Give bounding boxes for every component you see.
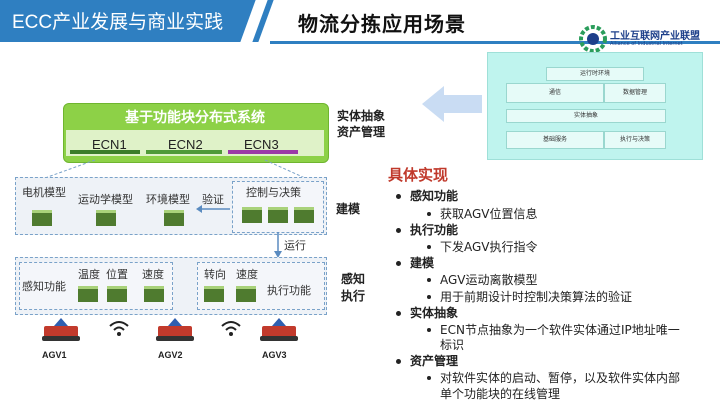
section-item: 下发AGV执行指令 bbox=[440, 240, 538, 254]
section-item: 获取AGV位置信息 bbox=[440, 207, 538, 221]
page-title: 物流分拣应用场景 bbox=[298, 12, 466, 36]
logo-subtext: Alliance of Industrial Internet bbox=[610, 41, 683, 47]
function-block-chip bbox=[294, 207, 314, 223]
bullet bbox=[427, 245, 431, 249]
bullet bbox=[396, 228, 401, 233]
header-underline bbox=[270, 41, 720, 44]
agv-robot-icon bbox=[42, 318, 80, 341]
bullet bbox=[396, 194, 401, 199]
ecn3-bar bbox=[228, 150, 298, 154]
actuator-label: 转向 bbox=[204, 268, 226, 281]
diagram-box: 基础服务 bbox=[506, 131, 604, 149]
diagram-box: 通信 bbox=[506, 83, 604, 103]
run-label: 运行 bbox=[284, 239, 306, 252]
section-item: 用于前期设计时控制决策算法的验证 bbox=[440, 290, 633, 304]
section-heading: 资产管理 bbox=[410, 354, 459, 368]
left-arrow-icon bbox=[422, 86, 482, 122]
function-block-chip bbox=[268, 207, 288, 223]
agv-robot-icon bbox=[156, 318, 194, 341]
section-item-continued: 标识 bbox=[440, 338, 465, 352]
bullet bbox=[427, 278, 431, 282]
diagram-box: 执行与决策 bbox=[604, 131, 666, 149]
model-label: 运动学模型 bbox=[78, 193, 133, 206]
section-heading: 实体抽象 bbox=[410, 306, 459, 320]
bullet bbox=[396, 311, 401, 316]
sense-execute-text: 感知 执行 bbox=[341, 272, 366, 303]
verify-label: 验证 bbox=[202, 193, 224, 206]
wifi-icon bbox=[221, 321, 241, 336]
bullet bbox=[427, 328, 431, 332]
bullet bbox=[396, 261, 401, 266]
agv-label: AGV1 bbox=[42, 350, 67, 360]
sensor-label: 位置 bbox=[106, 268, 128, 281]
agv-label: AGV3 bbox=[262, 350, 287, 360]
sensor-label: 速度 bbox=[142, 268, 164, 281]
ecn2-bar bbox=[146, 150, 222, 154]
sense-function-label: 感知功能 bbox=[22, 280, 66, 293]
ecn1-bar bbox=[70, 150, 140, 154]
bullet bbox=[427, 376, 431, 380]
header-banner bbox=[0, 0, 258, 42]
connector-lines bbox=[44, 159, 306, 179]
function-block-chip bbox=[204, 286, 224, 302]
control-decision-label: 控制与决策 bbox=[246, 186, 301, 199]
bullet bbox=[427, 295, 431, 299]
function-block-chip bbox=[242, 207, 262, 223]
entity-abstraction-label: 实体抽象 资产管理 bbox=[331, 108, 391, 140]
section-item: ECN节点抽象为一个软件实体通过IP地址唯一 bbox=[440, 323, 680, 337]
function-block-chip bbox=[96, 210, 116, 226]
wifi-icon bbox=[109, 321, 129, 336]
actuator-label: 速度 bbox=[236, 268, 258, 281]
implementation-title: 具体实现 bbox=[388, 166, 449, 184]
function-block-chip bbox=[78, 286, 98, 302]
bullet bbox=[396, 359, 401, 364]
architecture-diagram: 运行时环境 通信 数据管理 实体抽象 基础服务 执行与决策 bbox=[487, 52, 703, 160]
section-heading: 建模 bbox=[410, 256, 435, 270]
section-item-continued: 单个功能块的在线管理 bbox=[440, 387, 561, 401]
ecn-node-label: ECN2 bbox=[168, 137, 203, 152]
function-block-title: 基于功能块分布式系统 bbox=[125, 110, 265, 126]
entity-abstraction-text: 实体抽象 资产管理 bbox=[336, 109, 385, 139]
ecn-node-label: ECN3 bbox=[244, 137, 279, 152]
diagram-box: 运行时环境 bbox=[546, 67, 644, 81]
bullet bbox=[427, 212, 431, 216]
agv-robot-icon bbox=[260, 318, 298, 341]
ecn-node-label: ECN1 bbox=[92, 137, 127, 152]
diagram-box: 实体抽象 bbox=[506, 109, 666, 123]
verify-arrow-icon bbox=[196, 205, 230, 213]
execute-function-label: 执行功能 bbox=[267, 284, 311, 297]
agv-label: AGV2 bbox=[158, 350, 183, 360]
section-item: AGV运动离散模型 bbox=[440, 273, 538, 287]
function-block-chip bbox=[107, 286, 127, 302]
diagram-box: 数据管理 bbox=[604, 83, 666, 103]
model-label: 电机模型 bbox=[22, 186, 66, 199]
model-label: 环境模型 bbox=[146, 193, 190, 206]
alliance-logo-icon bbox=[579, 25, 607, 53]
function-block-chip bbox=[164, 210, 184, 226]
function-block-chip bbox=[144, 286, 164, 302]
section-heading: 执行功能 bbox=[410, 223, 459, 237]
function-block-chip bbox=[32, 210, 52, 226]
section-item: 对软件实体的启动、暂停，以及软件实体内部 bbox=[440, 371, 681, 385]
logo-text: 工业互联网产业联盟 bbox=[610, 31, 700, 42]
section-title: ECC产业发展与商业实践 bbox=[12, 12, 224, 33]
modeling-label: 建模 bbox=[336, 202, 361, 216]
sensor-label: 温度 bbox=[78, 268, 100, 281]
function-block-chip bbox=[236, 286, 256, 302]
section-heading: 感知功能 bbox=[410, 189, 459, 203]
down-arrow-icon bbox=[274, 232, 282, 258]
sense-execute-label: 感知 执行 bbox=[341, 271, 373, 305]
